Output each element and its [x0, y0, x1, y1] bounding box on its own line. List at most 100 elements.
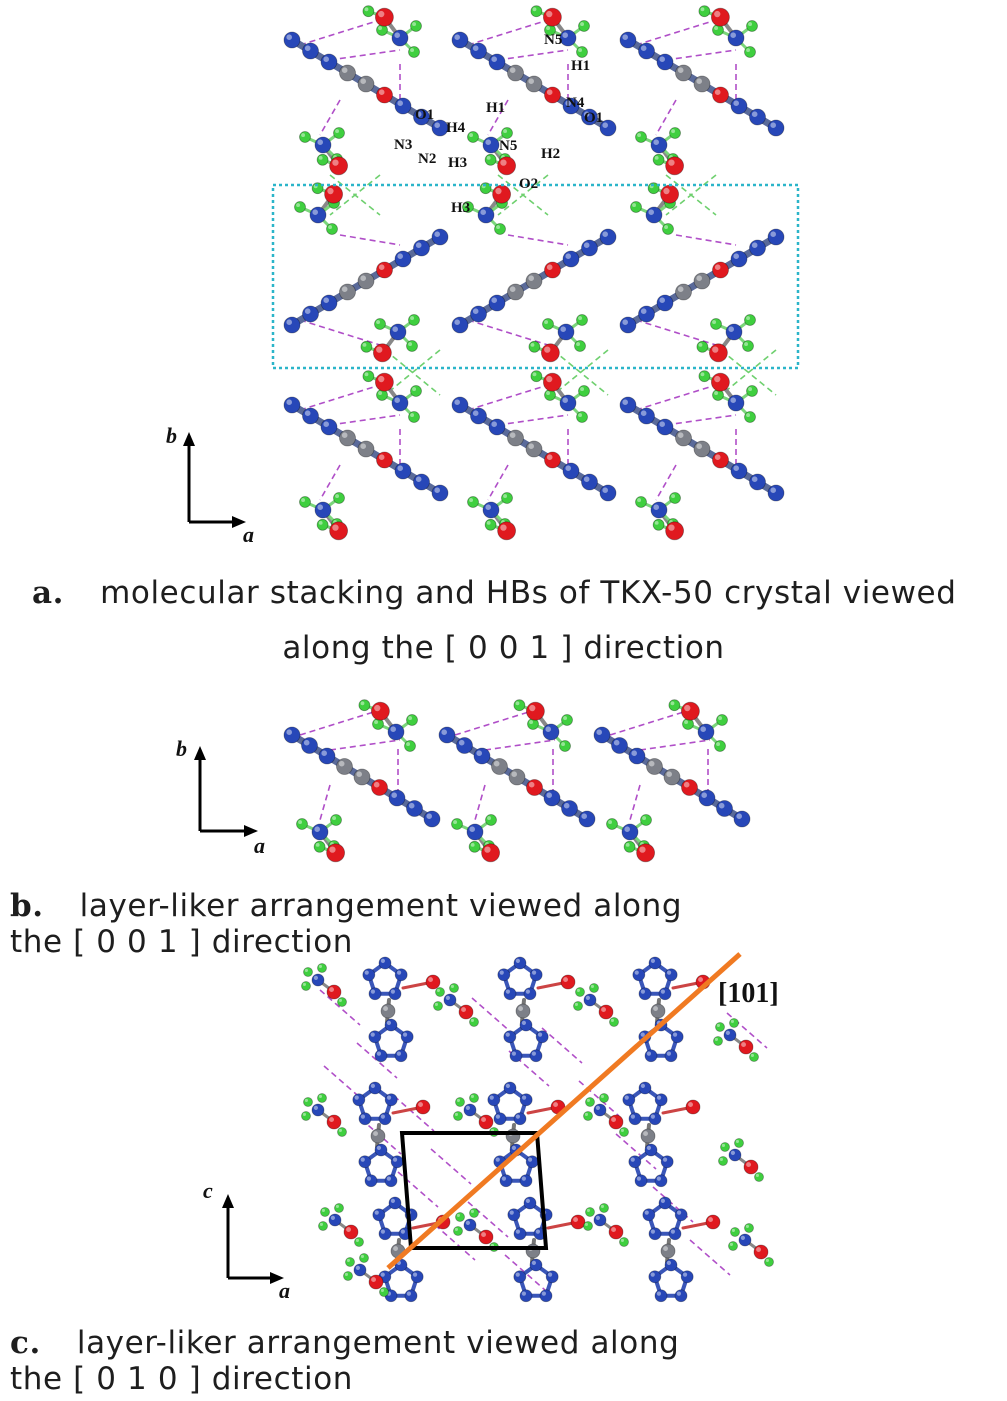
- nitrogen-atom: [431, 484, 449, 502]
- carbon-atom: [640, 1128, 656, 1144]
- nitrogen-atom-highlight: [565, 465, 571, 472]
- nitrogen-atom: [353, 1263, 367, 1277]
- nitrogen-atom: [463, 1218, 477, 1232]
- panel-a-diagram: b a N5 H1 O1 H1 N4 O1 N3 H4 N2 H3 N5 H2 …: [166, 5, 800, 547]
- carbon-atom: [339, 429, 356, 447]
- hydrogen-atom-highlight: [532, 372, 537, 377]
- nitrogen-atom-highlight: [454, 34, 461, 40]
- oxygen-atom: [374, 372, 394, 392]
- hydrogen-atom: [333, 127, 345, 139]
- nitrogen-atom-highlight: [515, 1114, 520, 1119]
- hydrogen-atom-highlight: [546, 26, 550, 31]
- nitrogen-atom-highlight: [650, 958, 656, 963]
- oxygen-atom-highlight: [378, 454, 385, 461]
- panel-a-caption: a.molecular stacking and HBs of TKX-50 c…: [0, 575, 1007, 611]
- hydrogen-atom-highlight: [637, 133, 641, 137]
- hydrogen-atom: [362, 5, 375, 18]
- oxygen-atom: [526, 779, 543, 796]
- hydrogen-atom: [453, 1111, 463, 1121]
- hydrogen-atom: [716, 714, 728, 726]
- carbon-atom-highlight: [373, 1131, 378, 1136]
- oxygen-atom-highlight: [688, 1102, 693, 1107]
- nitrogen-atom: [599, 484, 617, 502]
- nitrogen-atom-highlight: [390, 726, 397, 732]
- axis-label-vertical: c: [203, 1178, 213, 1203]
- hydrogen-atom: [696, 340, 709, 353]
- nitrogen-atom: [482, 136, 500, 154]
- nitrogen-atom-highlight: [374, 1210, 379, 1215]
- hydrogen-atom-highlight: [304, 1098, 308, 1102]
- nitrogen-atom-highlight: [415, 476, 422, 483]
- nitrogen-atom-highlight: [304, 410, 311, 417]
- hydrogen-atom-highlight: [412, 387, 417, 392]
- hydrogen-atom-highlight: [321, 1208, 325, 1212]
- oxygen-atom-highlight: [329, 987, 334, 992]
- nitrogen-atom-highlight: [650, 1114, 655, 1119]
- hydrogen-atom-highlight: [470, 1018, 474, 1022]
- oxygen-atom: [368, 1274, 384, 1290]
- hydrogen-atom-highlight: [748, 22, 752, 27]
- hydrogen-atom-highlight: [335, 1204, 339, 1208]
- hydrogen-bond: [484, 739, 556, 751]
- hydrogen-atom-highlight: [670, 701, 675, 706]
- hydrogen-atom-highlight: [620, 1128, 624, 1132]
- hydrogen-atom-highlight: [718, 716, 722, 720]
- nitrogen-atom-highlight: [370, 1032, 375, 1037]
- nitrogen-atom: [477, 206, 495, 224]
- hydrogen-atom-highlight: [744, 342, 748, 347]
- hydrogen-atom: [317, 963, 327, 973]
- hydrogen-atom: [313, 840, 326, 853]
- atom-layer: [283, 699, 751, 863]
- nitrogen-atom-highlight: [602, 122, 608, 128]
- hydrogen-atom: [358, 699, 371, 712]
- hydrogen-bond: [541, 1027, 583, 1064]
- nitrogen-atom: [670, 1030, 684, 1044]
- hydrogen-atom-highlight: [654, 520, 659, 525]
- hydrogen-atom-highlight: [654, 155, 659, 160]
- nitrogen-atom-highlight: [354, 1095, 359, 1100]
- hydrogen-bond: [635, 384, 717, 411]
- oxygen-atom-highlight: [714, 454, 721, 461]
- nitrogen-atom: [611, 737, 628, 754]
- hydrogen-atom-highlight: [600, 1094, 604, 1098]
- hydrogen-atom: [576, 411, 588, 423]
- nitrogen-atom-highlight: [415, 242, 422, 248]
- nitrogen-atom: [378, 1112, 392, 1126]
- hydrogen-atom: [317, 1093, 327, 1103]
- hydrogen-atom: [530, 5, 543, 18]
- nitrogen-atom-highlight: [562, 397, 568, 404]
- hydrogen-atom: [599, 1093, 609, 1103]
- nitrogen-atom: [561, 800, 578, 817]
- hydrogen-atom-highlight: [671, 494, 675, 499]
- nitrogen-atom-highlight: [670, 1229, 675, 1234]
- hydrogen-atom-highlight: [714, 391, 718, 396]
- hydrogen-atom-highlight: [453, 820, 458, 824]
- hydrogen-atom-highlight: [469, 133, 474, 137]
- nitrogen-atom: [466, 823, 484, 841]
- nitrogen-atom-highlight: [397, 253, 404, 259]
- oxygen-atom: [712, 451, 729, 469]
- oxygen-atom-highlight: [714, 89, 721, 95]
- hydrogen-atom-highlight: [642, 816, 646, 820]
- hydrogen-atom-highlight: [456, 1213, 460, 1217]
- hydrogen-bond: [434, 1224, 476, 1261]
- nitrogen-atom-highlight: [304, 45, 311, 51]
- nitrogen-atom: [562, 462, 580, 480]
- carbon-atom: [693, 440, 711, 458]
- oxygen-atom: [660, 184, 679, 204]
- nitrogen-atom: [513, 1112, 527, 1126]
- hydrogen-atom-highlight: [637, 498, 641, 503]
- hydrogen-atom: [573, 1001, 583, 1011]
- nitrogen-atom-highlight: [770, 122, 776, 128]
- oxygen-atom-highlight: [418, 1102, 423, 1107]
- hydrogen-atom-highlight: [378, 26, 383, 31]
- oxygen-atom-highlight: [484, 846, 491, 853]
- hydrogen-atom-highlight: [590, 984, 594, 988]
- nitrogen-atom: [638, 305, 655, 323]
- carbon-atom-highlight: [528, 443, 534, 450]
- hydrogen-atom: [744, 1223, 754, 1233]
- nitrogen-atom: [644, 1049, 658, 1063]
- direction-label: [101]: [718, 978, 779, 1009]
- hydrogen-atom: [530, 370, 543, 383]
- hydrogen-atom-highlight: [319, 1222, 323, 1226]
